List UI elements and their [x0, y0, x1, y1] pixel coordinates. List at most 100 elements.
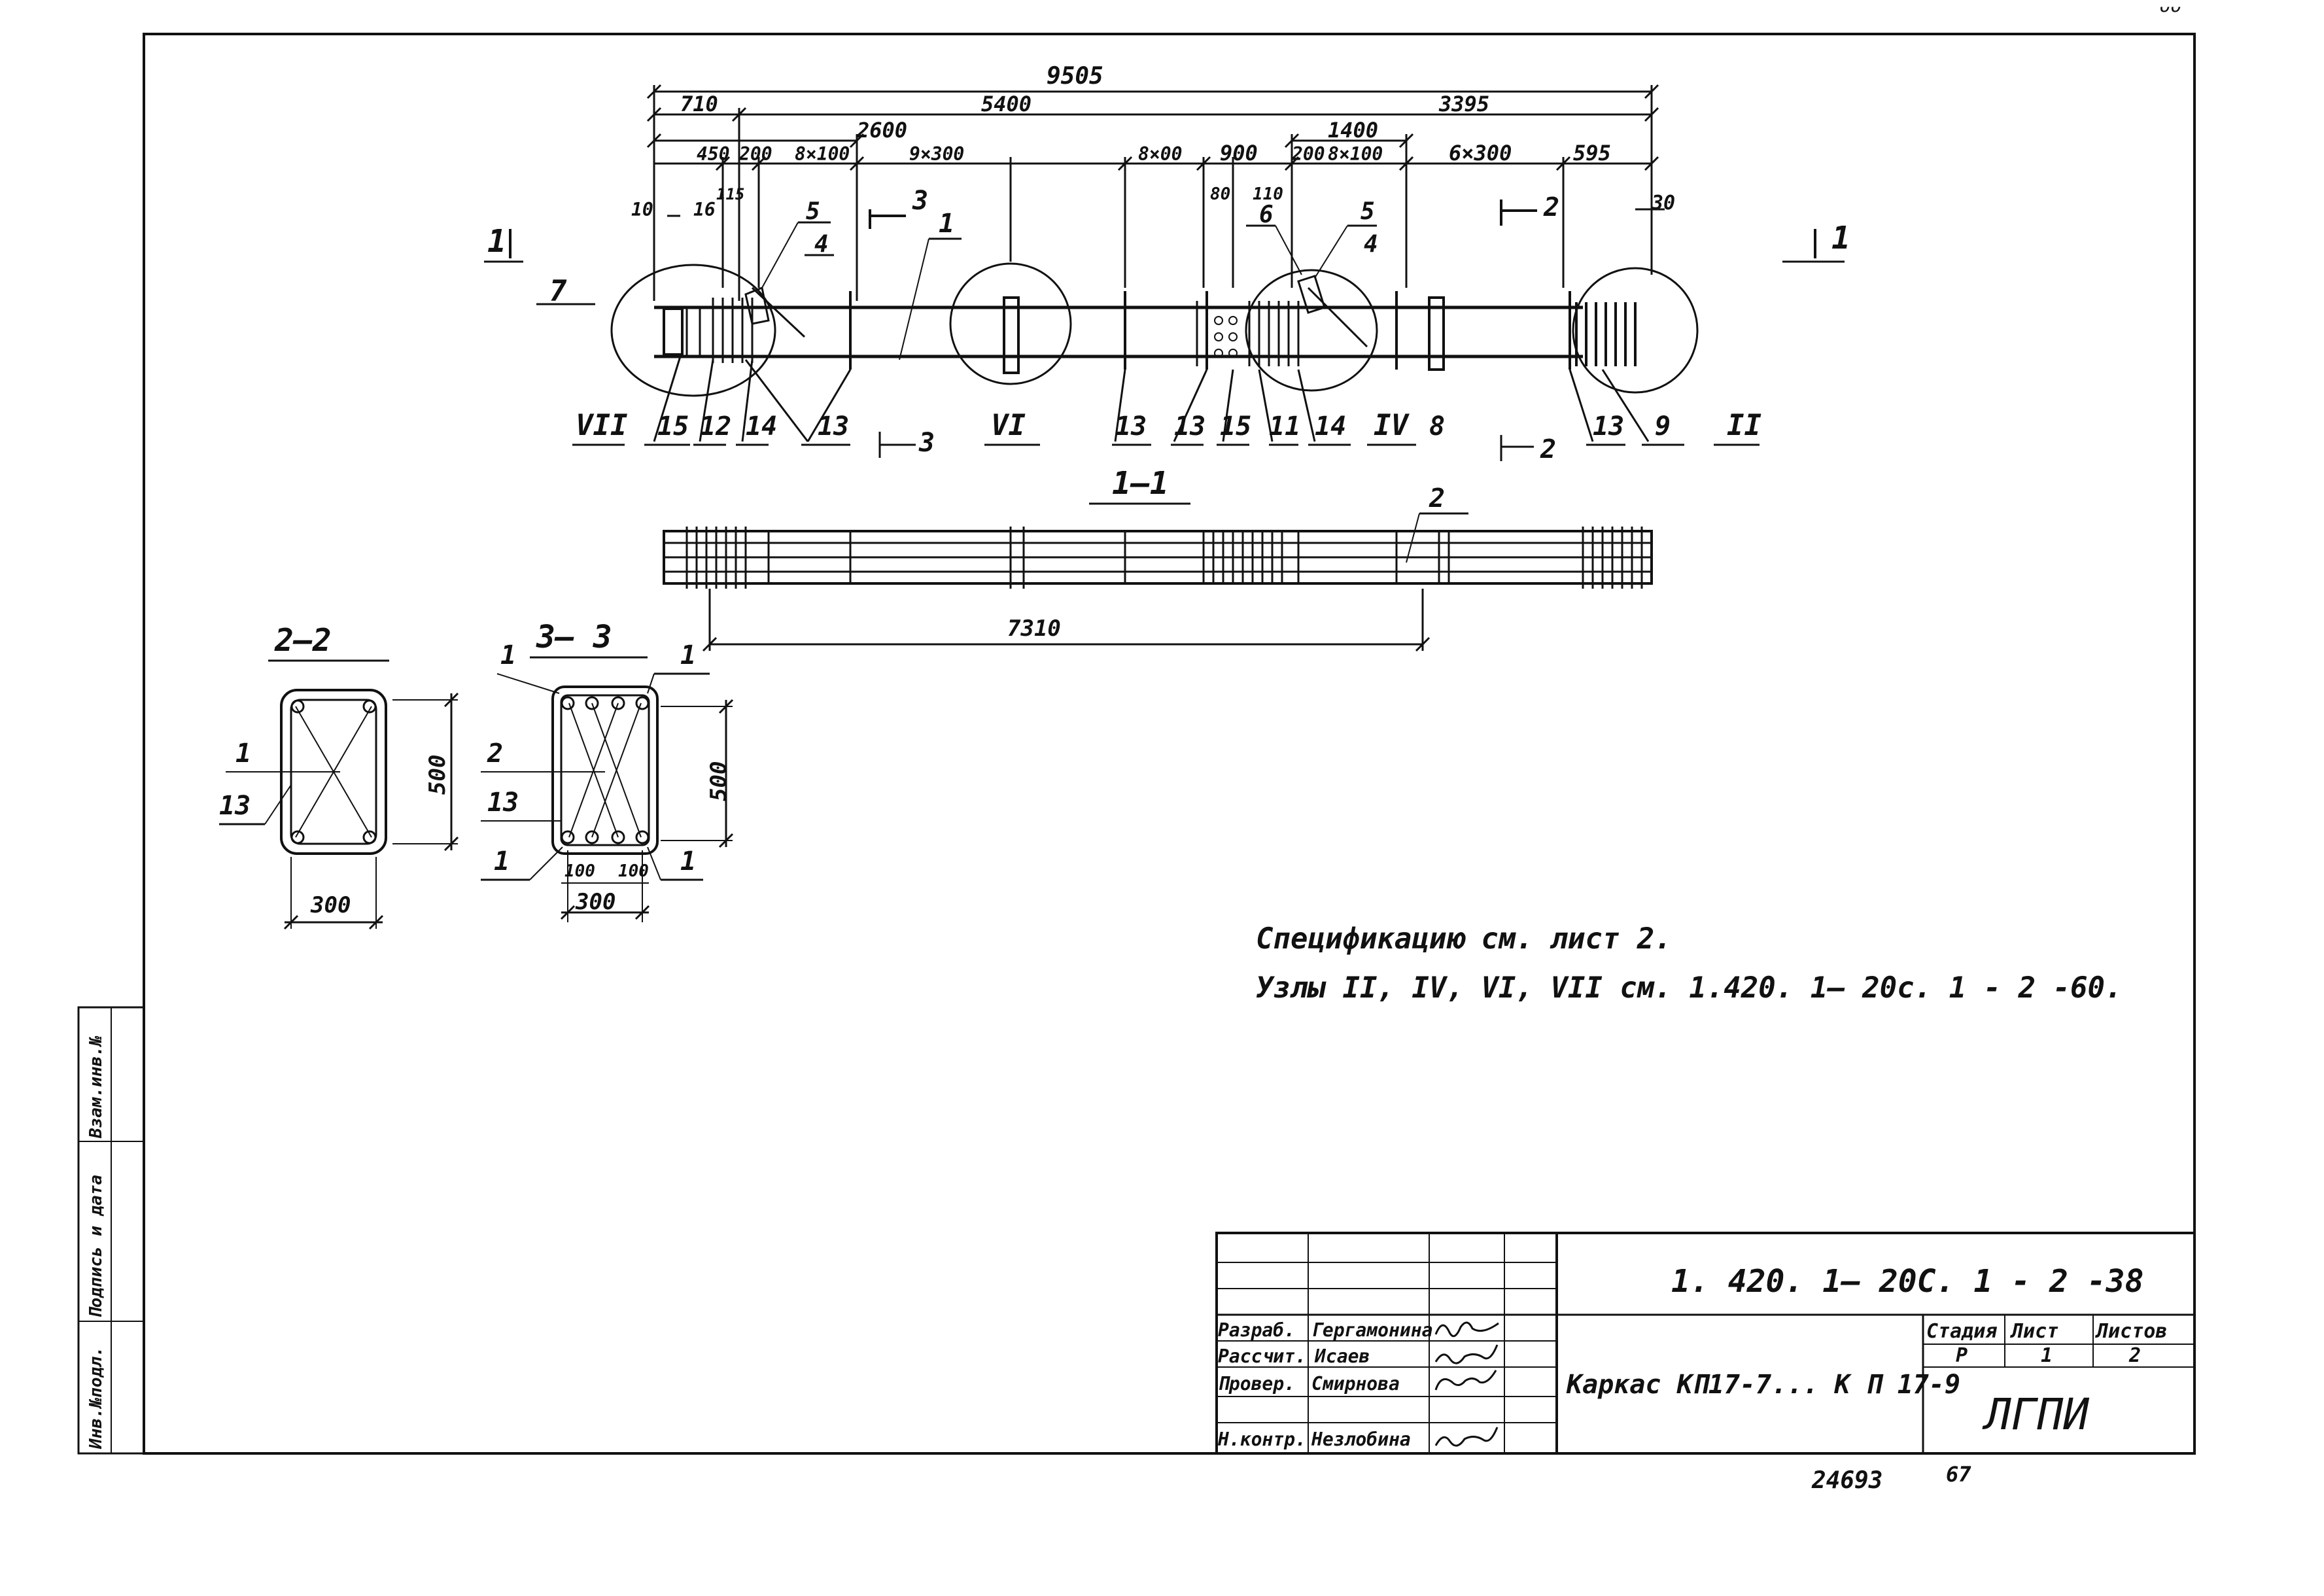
section-1-1-dim: 7310: [1007, 616, 1061, 642]
mark-4-right: 4: [1364, 231, 1378, 258]
elevation-view: 9505 710 5400 3395 2600 1400 450 200 8×1…: [484, 63, 1850, 464]
corner-mark: ᴗᴗ: [2159, 0, 2181, 16]
cut-3-bottom: 3: [918, 428, 935, 458]
dim-8x100b: 8×100: [1328, 143, 1383, 165]
document-code: 1. 420. 1– 20С. 1 - 2 -38: [1671, 1263, 2143, 1300]
section-1-1: 1—1: [663, 465, 1653, 652]
section-3-3-mark-tr: 1: [680, 640, 696, 670]
label-11: 11: [1269, 411, 1300, 442]
label-13d: 13: [1593, 411, 1624, 442]
dim-10: 10: [631, 199, 653, 220]
side-stamp: Инв.№подл. Подпись и дата Взам.инв.№: [77, 1006, 145, 1455]
sheets-header: Листов: [2094, 1320, 2167, 1343]
section-3-3-mark-2: 2: [487, 738, 503, 769]
dim-9x300: 9×300: [909, 143, 964, 165]
mark-2-top: 2: [1543, 192, 1559, 222]
section-3-3-height: 500: [706, 761, 732, 801]
side-stamp-sign-label: Подпись и дата: [86, 1175, 106, 1318]
section-1-1-title: 1—1: [1112, 465, 1169, 502]
name-norm-control: Незлобина: [1311, 1429, 1411, 1450]
section-3-3-mark-13: 13: [487, 788, 519, 818]
sheet-value: 1: [2041, 1344, 2053, 1367]
section-3-3-mark-tl: 1: [500, 640, 516, 670]
sheet-header: Лист: [2009, 1320, 2058, 1343]
node-II: II: [1727, 409, 1761, 442]
mark-4-left: 4: [814, 231, 829, 258]
dim-200: 200: [738, 143, 772, 165]
label-9: 9: [1655, 411, 1671, 442]
section-3-3-mark-br: 1: [680, 846, 696, 876]
section-3-3-w1: 100: [564, 861, 595, 881]
stage-value: Р: [1956, 1344, 1968, 1367]
label-14b: 14: [1315, 411, 1346, 442]
section-3-3-title: 3— 3: [536, 619, 612, 655]
node-VI: VI: [991, 409, 1026, 442]
cut-2-bottom: 2: [1540, 434, 1556, 464]
signature-developer: [1434, 1321, 1499, 1338]
signature-checker: [1434, 1370, 1497, 1391]
dim-900: 900: [1220, 141, 1258, 165]
dim-2600: 2600: [856, 118, 907, 143]
label-14a: 14: [746, 411, 777, 442]
label-12: 12: [700, 411, 731, 442]
organization-name: ЛГПИ: [1982, 1389, 2089, 1440]
label-15a: 15: [657, 411, 689, 442]
section-3-3-w2: 100: [618, 861, 649, 881]
dim-80: 80: [1210, 184, 1230, 204]
title-block: 1. 420. 1– 20С. 1 - 2 -38 Каркас КП17-7.…: [1215, 1232, 2196, 1455]
section-2-2-title: 2—2: [274, 622, 332, 659]
section-cut-right: 1: [1831, 220, 1850, 256]
mark-1-top: 1: [939, 209, 954, 239]
footer-number: 24693: [1811, 1467, 1882, 1494]
side-stamp-replace-label: Взам.инв.№: [86, 1035, 106, 1139]
section-2-2-mark-1: 1: [235, 738, 251, 769]
mark-5-left: 5: [806, 198, 820, 225]
dim-30: 30: [1651, 192, 1675, 215]
dim-450: 450: [697, 143, 730, 165]
dim-8x100: 8×100: [795, 143, 850, 165]
section-2-2: 2—2 500 300 1 13: [219, 622, 459, 930]
section-3-3-mark-bl: 1: [494, 846, 510, 876]
signature-calculator: [1434, 1344, 1499, 1364]
node-VII: VII: [576, 409, 627, 442]
sheet-frame: [143, 33, 2196, 1455]
role-developer: Разраб.: [1218, 1319, 1295, 1341]
section-cut-left: 1: [487, 223, 506, 260]
section-2-2-width: 300: [310, 892, 351, 918]
name-checker: Смирнова: [1311, 1373, 1400, 1395]
document-title: Каркас КП17-7... К П 17-9: [1566, 1370, 1960, 1400]
node-IV: IV: [1374, 409, 1410, 442]
section-2-2-mark-13: 13: [219, 791, 251, 821]
section-3-3: 3— 3 500 300 100 100 1 1 2: [481, 619, 734, 922]
dim-6x300: 6×300: [1449, 141, 1512, 165]
mark-7: 7: [549, 275, 567, 308]
dim-8x00: 8×00: [1138, 143, 1182, 165]
dim-3395: 3395: [1438, 92, 1489, 116]
signature-norm-control: [1434, 1427, 1499, 1447]
role-calculator: Рассчит.: [1218, 1345, 1306, 1367]
dim-115: 115: [716, 185, 744, 203]
stage-header: Стадия: [1926, 1320, 1997, 1343]
dim-5400: 5400: [981, 92, 1032, 116]
dim-595: 595: [1573, 141, 1611, 165]
sheets-value: 2: [2128, 1344, 2141, 1367]
mark-6: 6: [1259, 201, 1274, 228]
name-developer: Гергамонина: [1311, 1319, 1432, 1341]
mark-3-top: 3: [912, 186, 928, 216]
section-2-2-height: 500: [425, 755, 451, 795]
mark-5-right: 5: [1361, 198, 1375, 225]
dim-110: 110: [1253, 184, 1283, 204]
role-norm-control: Н.контр.: [1217, 1429, 1306, 1450]
label-13a: 13: [818, 411, 849, 442]
label-8: 8: [1429, 411, 1445, 442]
dim-total: 9505: [1047, 63, 1103, 90]
role-checker: Провер.: [1218, 1373, 1295, 1395]
name-calculator: Исаев: [1314, 1345, 1370, 1367]
side-stamp-inv-label: Инв.№подл.: [86, 1346, 106, 1449]
dim-16: 16: [693, 199, 716, 220]
dim-200b: 200: [1291, 143, 1325, 165]
dim-1400: 1400: [1328, 118, 1378, 143]
note-nodes: Узлы II, IV, VI, VII см. 1.420. 1– 20с. …: [1256, 971, 2123, 1005]
section-1-1-mark: 2: [1429, 483, 1445, 513]
note-specification: Спецификацию см. лист 2.: [1256, 922, 1672, 956]
